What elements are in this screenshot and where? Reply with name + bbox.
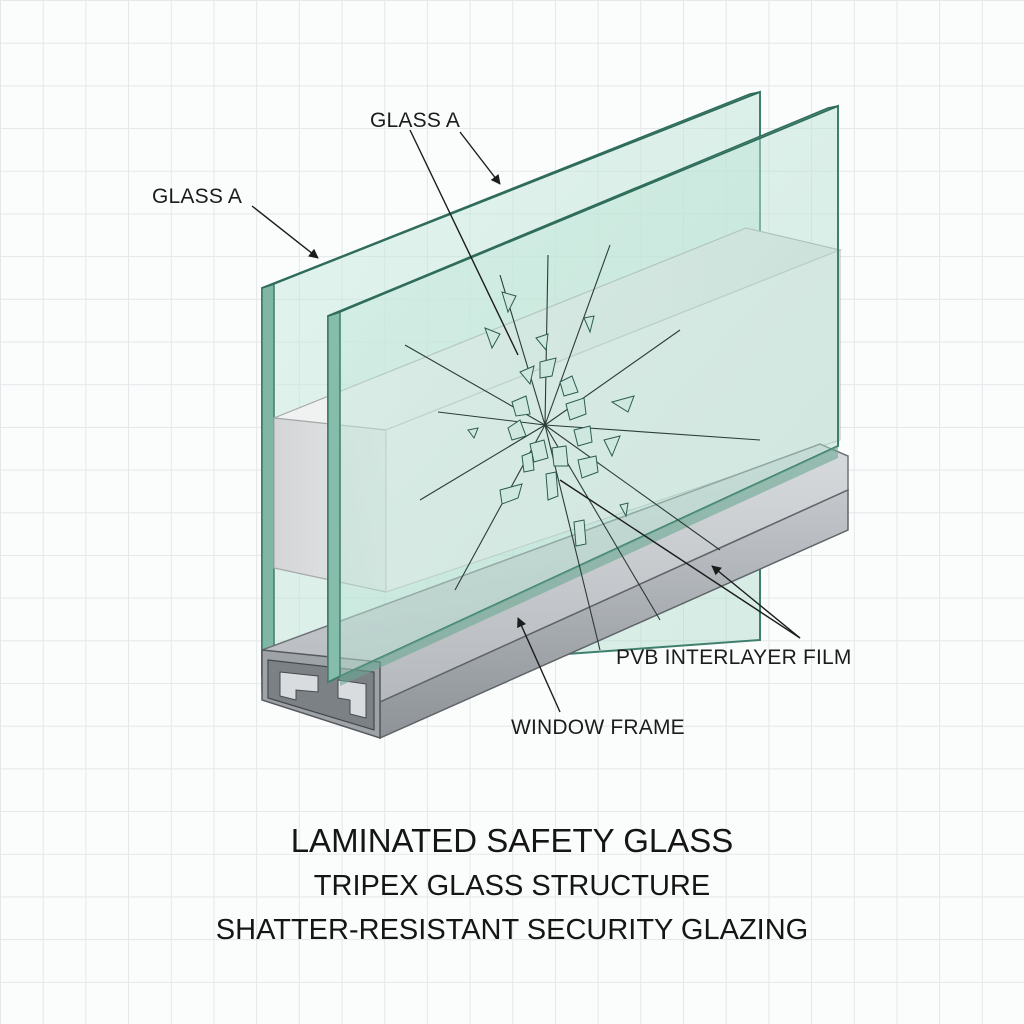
leader-glass-a-top bbox=[459, 131, 501, 185]
caption-subtitle: TRIPEX GLASS STRUCTURE bbox=[313, 870, 711, 902]
leader-pvb-inner bbox=[559, 479, 801, 639]
leader-glass-a-left bbox=[251, 205, 319, 259]
caption-title: LAMINATED SAFETY GLASS bbox=[290, 822, 734, 859]
label-window-frame: WINDOW FRAME bbox=[511, 716, 685, 739]
label-glass-a-top: GLASS A bbox=[370, 109, 461, 132]
leader-pvb-interlayer bbox=[711, 565, 801, 639]
leader-window-frame bbox=[517, 617, 561, 713]
glass-shards bbox=[467, 291, 635, 547]
label-pvb-interlayer-film: PVB INTERLAYER FILM bbox=[616, 646, 852, 669]
leader-glass-a-top-inner bbox=[409, 129, 519, 356]
front-glass-pane bbox=[327, 104, 839, 686]
caption-tagline: SHATTER-RESISTANT SECURITY GLAZING bbox=[215, 914, 809, 946]
leader-lines bbox=[251, 129, 801, 713]
label-glass-a-left: GLASS A bbox=[152, 185, 243, 208]
